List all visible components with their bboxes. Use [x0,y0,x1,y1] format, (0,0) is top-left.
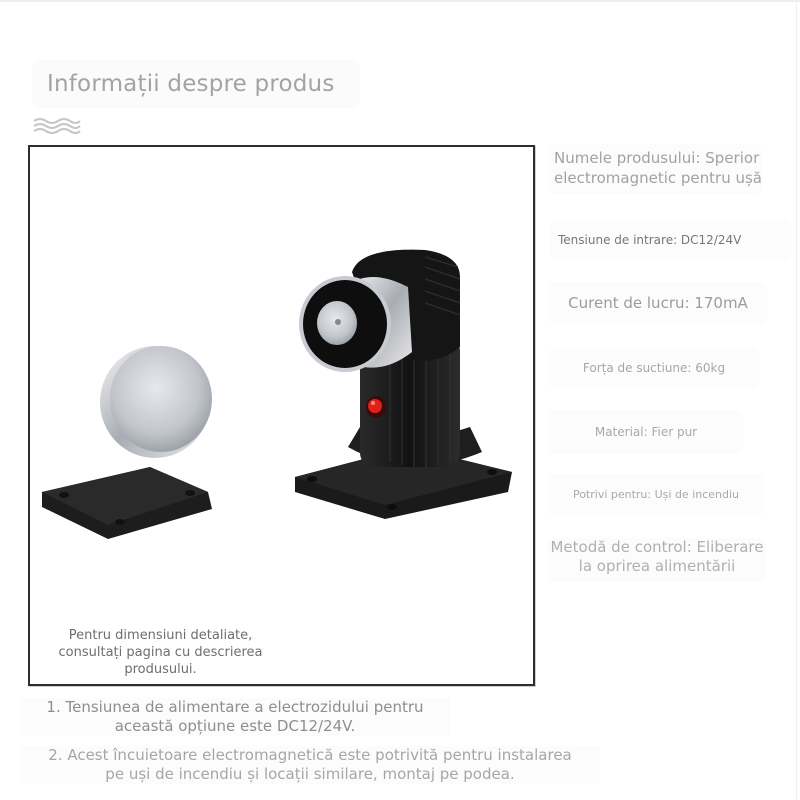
section-title: Informații despre produs [32,60,360,108]
product-image-frame: Pentru dimensiuni detaliate, consultați … [28,145,535,686]
spec-working-current: Curent de lucru: 170mA [548,282,768,324]
top-divider [0,0,800,2]
note-line: această opțiune este DC12/24V. [114,717,356,735]
spec-suction-force: Forța de suctiune: 60kg [548,348,760,388]
spec-input-voltage: Tensiune de intrare: DC12/24V [550,220,792,260]
note-line: 1. Tensiunea de alimentare a electrozidu… [46,698,424,716]
note-line: 2. Acest încuietoare electromagnetică es… [48,746,572,764]
product-image [42,249,512,539]
notes-list: 1. Tensiunea de alimentare a electrozidu… [20,698,620,784]
spec-control-method: Metodă de control: Eliberare la oprirea … [548,538,766,582]
spec-product-name: Numele produsului: Sperior electromagnet… [548,144,762,194]
right-divider [796,0,797,800]
note-item: 1. Tensiunea de alimentare a electrozidu… [20,698,450,736]
note-item: 2. Acest încuietoare electromagnetică es… [20,746,600,784]
wave-lines-icon [33,118,81,134]
electromagnet-unit [295,249,512,519]
armature-plate [42,346,212,539]
note-line: pe uși de incendiu și locații similare, … [105,765,515,783]
spec-suitable-for: Potrivi pentru: Uși de incendiu [548,474,764,516]
spec-material: Material: Fier pur [548,410,744,454]
dimensions-note: Pentru dimensiuni detaliate, consultați … [58,628,263,677]
